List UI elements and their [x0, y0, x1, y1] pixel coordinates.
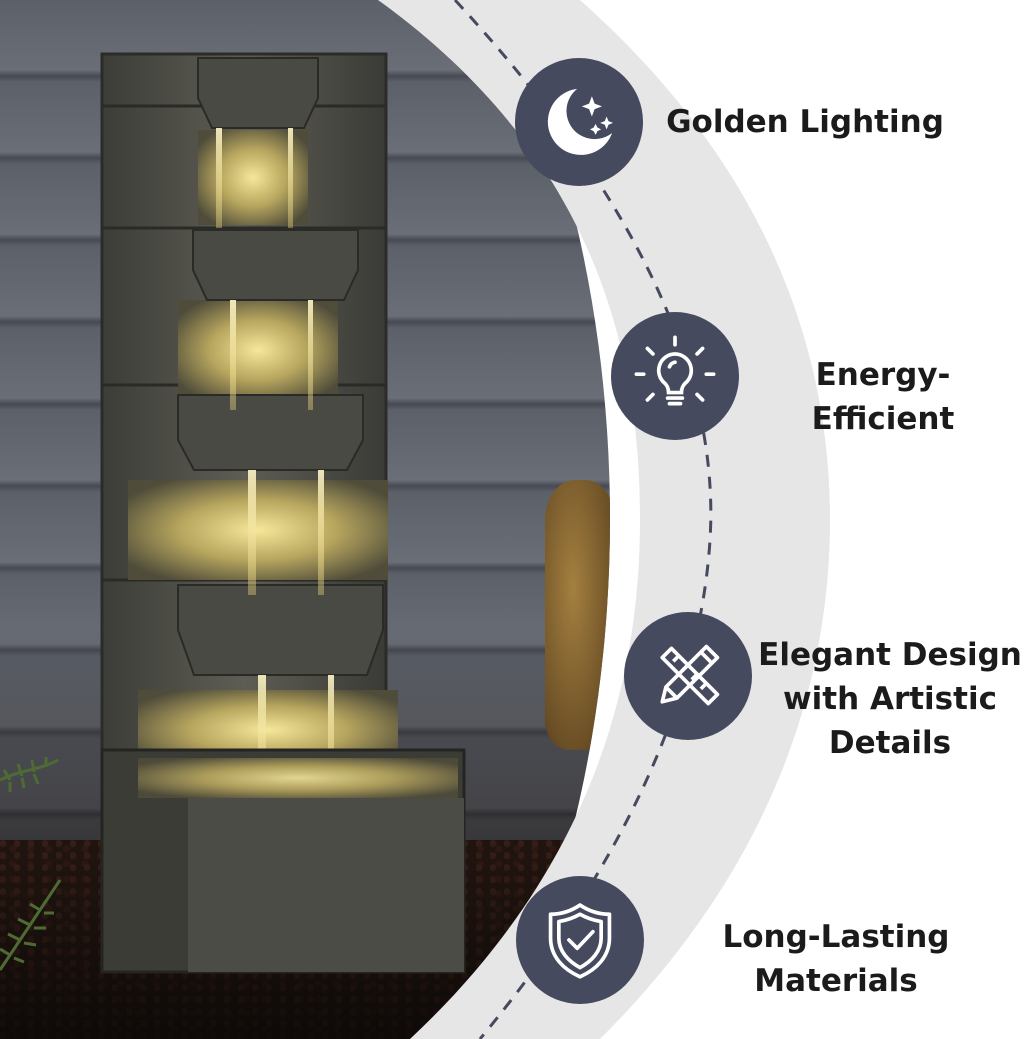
- tiered-waterfall-fountain: [100, 52, 466, 974]
- fern-plant: [0, 757, 59, 792]
- decorative-urn: [545, 480, 610, 750]
- shield-check-icon: [516, 876, 644, 1004]
- light-bulb-icon: [611, 312, 739, 440]
- moon-stars-icon: [515, 58, 643, 186]
- feature-label: Golden Lighting: [666, 104, 944, 140]
- pencil-ruler-icon: [624, 612, 752, 740]
- feature-label: Energy-Efficient: [811, 357, 955, 437]
- feature-label: Long-Lasting Materials: [722, 919, 950, 999]
- fern-plant: [0, 879, 62, 971]
- feature-label: Elegant Design with Artistic Details: [758, 637, 1022, 761]
